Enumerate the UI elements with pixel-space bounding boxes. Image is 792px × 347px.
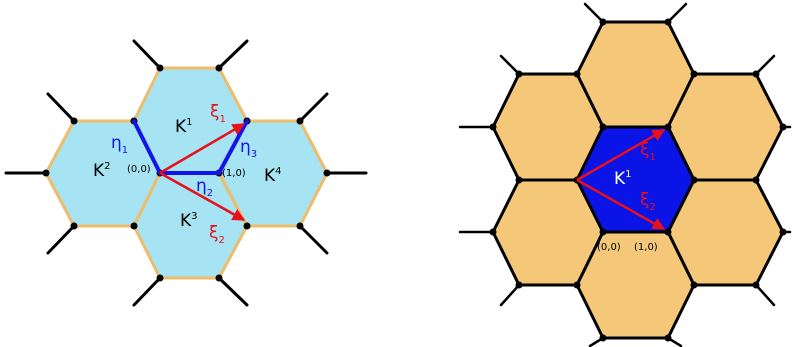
right-point-label: (1,0) <box>634 242 658 253</box>
right-origin-label: (0,0) <box>597 242 621 253</box>
right-cell-k1-label: K1 <box>614 169 632 189</box>
right-outer-edges <box>458 2 792 347</box>
xi1-label: ξ1 <box>210 102 226 125</box>
left-origin-label: (0,0) <box>127 164 151 175</box>
left-cell-k2-label: K2 <box>93 161 111 181</box>
left-cell-k3-label: K3 <box>180 211 198 231</box>
right-cell-k1 <box>575 125 696 234</box>
left-vertices <box>42 64 331 282</box>
right-xi2-label: ξ2 <box>640 190 656 213</box>
right-vertices <box>489 18 787 342</box>
right-xi1-label: ξ1 <box>640 140 656 163</box>
eta3-label: η3 <box>240 137 257 160</box>
right-orange-cells <box>491 20 785 340</box>
right-panel: K1 ξ1 ξ2 (0,0) (1,0) <box>458 2 792 347</box>
xi2-arrow <box>159 171 246 222</box>
eta1-label: η1 <box>111 133 128 156</box>
eta2-label: η2 <box>196 176 213 199</box>
eta1-edge <box>132 119 162 175</box>
left-outer-edges <box>4 39 368 307</box>
right-xi2-arrow <box>576 178 666 231</box>
left-point-label: (1,0) <box>222 168 246 179</box>
left-panel: K1 K2 K3 K4 (0,0) (1,0) η1 η2 η3 ξ1 ξ2 <box>4 39 368 307</box>
xi2-label: ξ2 <box>209 223 225 246</box>
left-cell-k4-label: K4 <box>264 166 282 186</box>
xi1-arrow <box>159 122 246 175</box>
right-xi1-arrow <box>576 128 666 182</box>
left-cell-k1-label: K1 <box>175 117 193 137</box>
